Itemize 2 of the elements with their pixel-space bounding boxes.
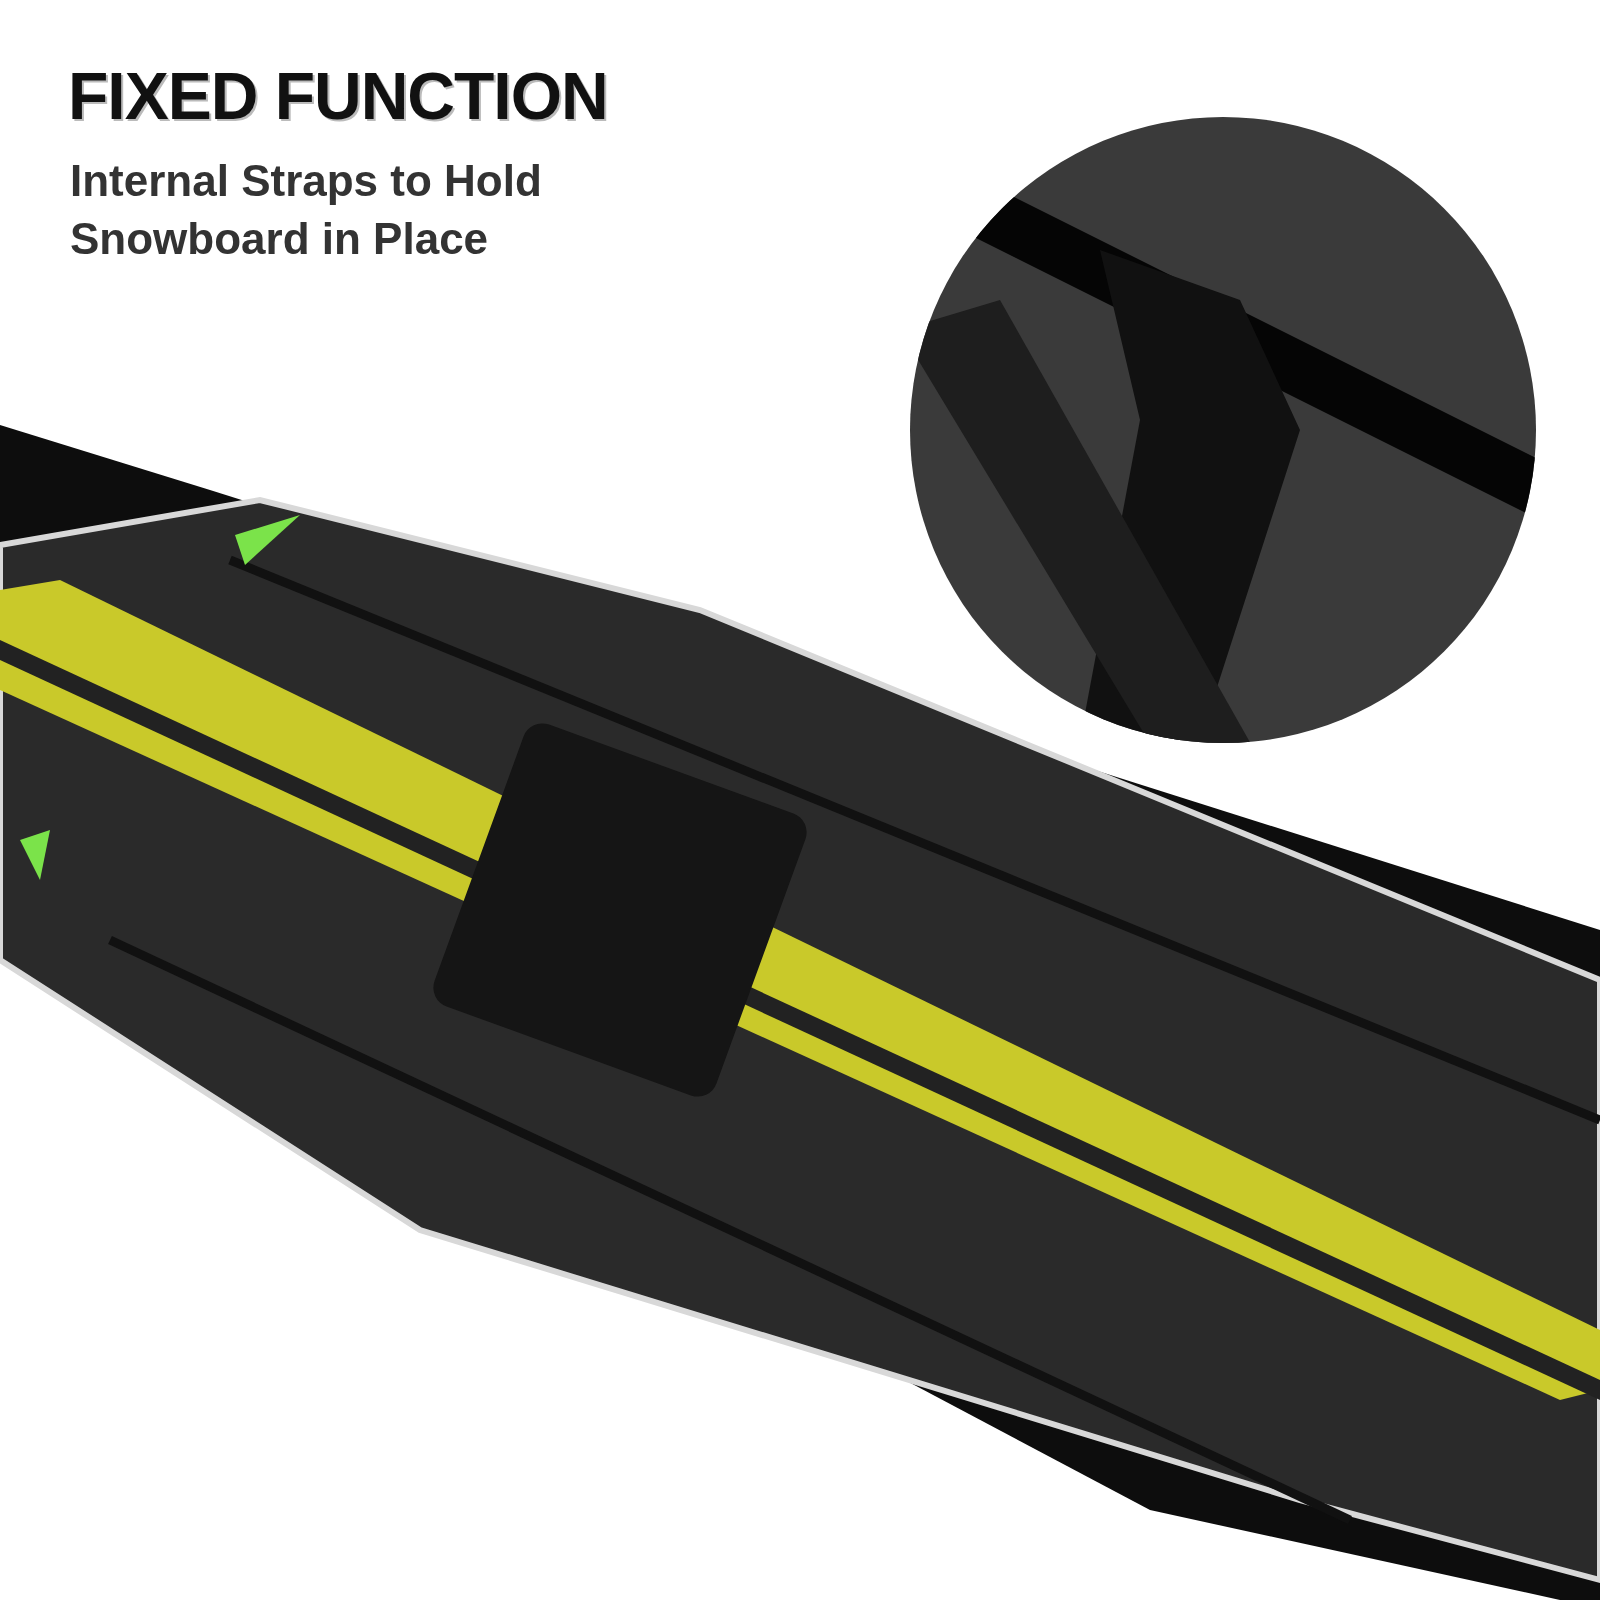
- title: FIXED FUNCTION: [68, 58, 608, 134]
- subtitle: Internal Straps to Hold Snowboard in Place: [70, 155, 543, 265]
